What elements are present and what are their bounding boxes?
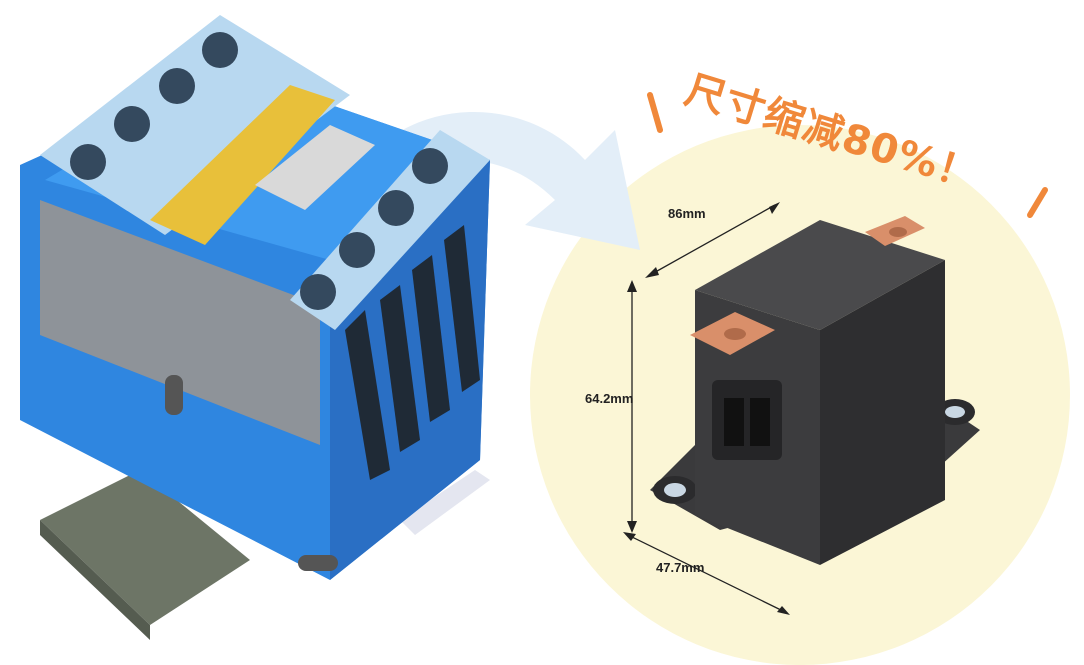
headline-accent-marks <box>647 92 1048 218</box>
dimension-depth-label: 47.7mm <box>656 560 705 575</box>
dimension-height-label: 64.2mm <box>585 391 634 406</box>
dimension-arrow-icon <box>623 202 790 615</box>
contactor-illustration <box>20 15 490 640</box>
dimension-width-label: 86mm <box>668 206 706 221</box>
relay-illustration <box>650 216 980 565</box>
